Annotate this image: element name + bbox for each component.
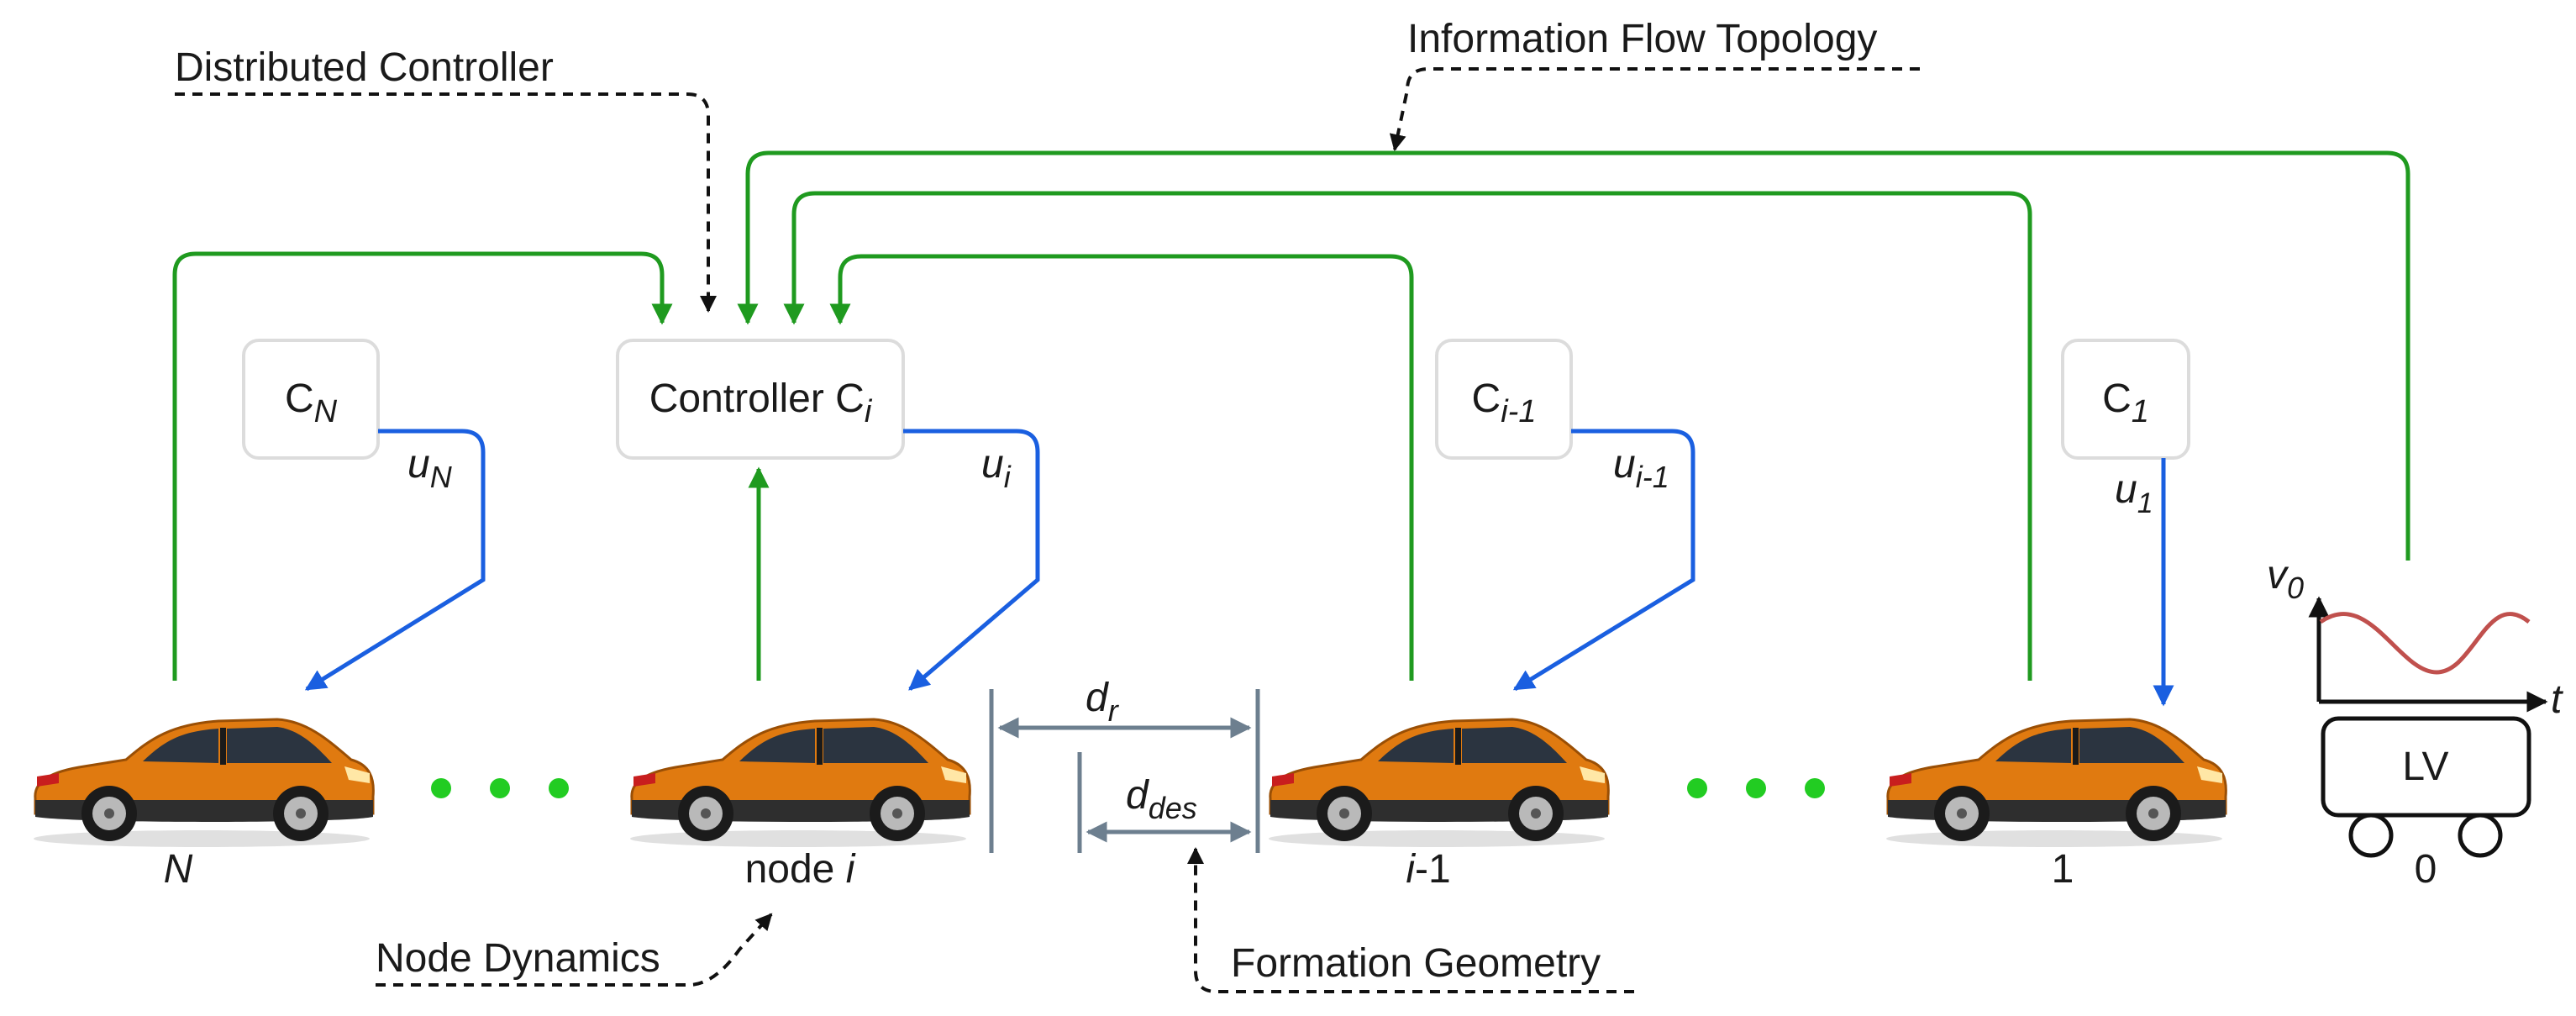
velocity-curve (2319, 612, 2531, 675)
vehicle-node-i-1 (1267, 718, 1610, 849)
information-flow-topology-label: Information Flow Topology (1407, 17, 1877, 61)
control-arrow-u-i (903, 429, 1040, 691)
controller-c-i: Controller Ci (616, 339, 905, 460)
controller-c-n-label: CN (285, 376, 338, 429)
controller-c-i-1: Ci-1 (1435, 339, 1573, 460)
node-label-i: node i (745, 847, 856, 892)
control-arrow-u-i-1 (1512, 429, 1695, 692)
ellipsis-dots-left (431, 778, 569, 798)
info-arrow-from-leader (737, 150, 2410, 561)
vehicle-node-N (32, 718, 375, 849)
controller-c-1: C1 (2061, 339, 2190, 460)
node-dynamics-callout (376, 913, 773, 987)
input-label-u-n: uN (407, 442, 453, 494)
controller-c-i-label: Controller Ci (649, 376, 873, 429)
distributed-controller-callout (175, 92, 717, 313)
leader-box-label: LV (2402, 745, 2448, 789)
distance-dimensions (989, 689, 1260, 853)
input-label-u-1: u1 (2115, 467, 2153, 519)
ellipsis-dots-right (1687, 778, 1825, 798)
control-arrow-u-n (304, 429, 486, 692)
leader-axis-v0: v0 (2267, 553, 2304, 605)
controller-c-1-label: C1 (2102, 376, 2149, 429)
input-label-u-i-1: ui-1 (1613, 442, 1669, 494)
controller-c-i-1-label: Ci-1 (1472, 376, 1537, 429)
controller-c-n: CN (242, 339, 380, 460)
distance-label-d-r: dr (1086, 676, 1120, 728)
distance-label-d-des: ddes (1126, 773, 1197, 825)
info-arrow-from-node-N (172, 251, 673, 681)
info-arrow-from-node-1 (783, 191, 2032, 681)
formation-geometry-label: Formation Geometry (1231, 941, 1601, 986)
node-label-1: 1 (2052, 847, 2074, 892)
input-label-u-i: ui (981, 442, 1012, 494)
vehicle-node-1 (1885, 718, 2227, 849)
node-label-N: N (164, 847, 193, 892)
vehicle-node-i (628, 718, 971, 849)
information-flow-callout (1389, 67, 1920, 151)
leader-vehicle: LV (2321, 716, 2531, 858)
node-dynamics-label: Node Dynamics (376, 936, 660, 981)
info-arrow-from-node-i-1 (829, 254, 1414, 681)
node-label-0: 0 (2415, 847, 2437, 892)
leader-velocity-plot (2308, 596, 2548, 713)
node-label-i-1: i-1 (1406, 847, 1450, 892)
leader-axis-t: t (2551, 677, 2563, 722)
distributed-controller-label: Distributed Controller (175, 45, 554, 90)
